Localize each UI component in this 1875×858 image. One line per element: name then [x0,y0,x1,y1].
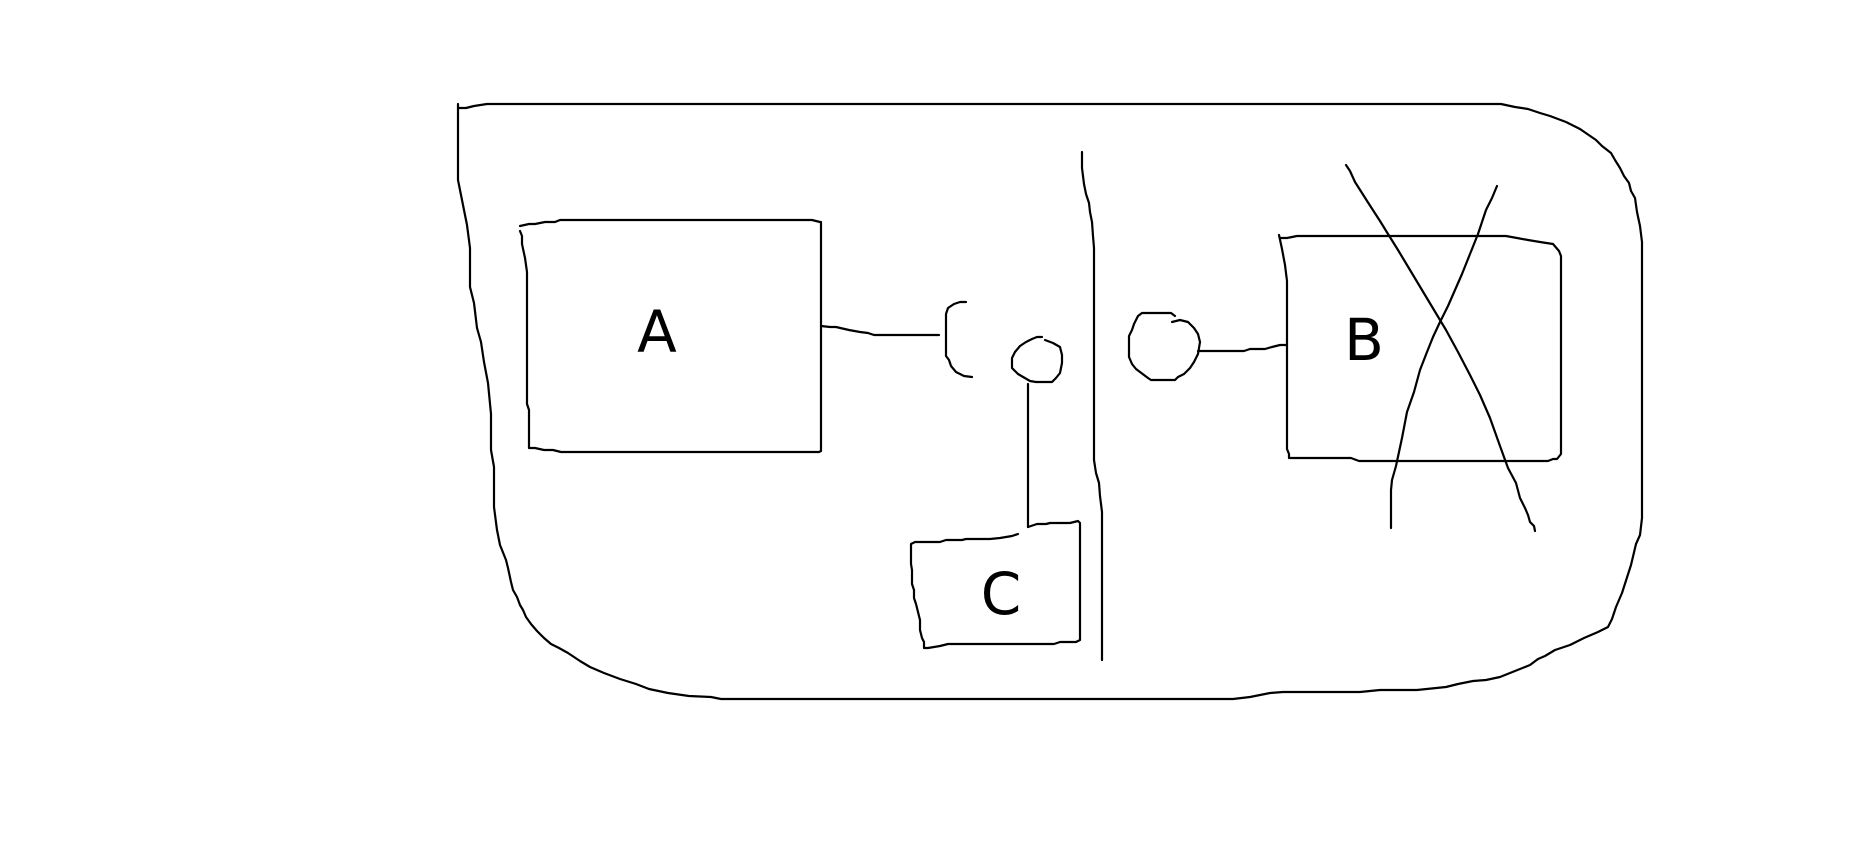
connector-ball-to-b [1196,343,1289,353]
cross-out-stroke-2 [1389,184,1499,530]
system-boundary [456,102,1644,701]
component-b-label: B [1344,306,1384,374]
component-c-box [909,519,1082,650]
socket-interface [944,300,974,379]
cross-out-stroke-1 [1344,163,1537,533]
component-c-label: C [981,560,1022,628]
connector-a-to-socket [819,324,941,337]
component-b-box [1277,233,1563,463]
separator-line [1080,150,1104,662]
ball-interface-b [1127,311,1202,382]
component-a-label: A [637,298,677,366]
component-a-box [518,218,823,454]
ball-interface-c [1010,335,1064,384]
